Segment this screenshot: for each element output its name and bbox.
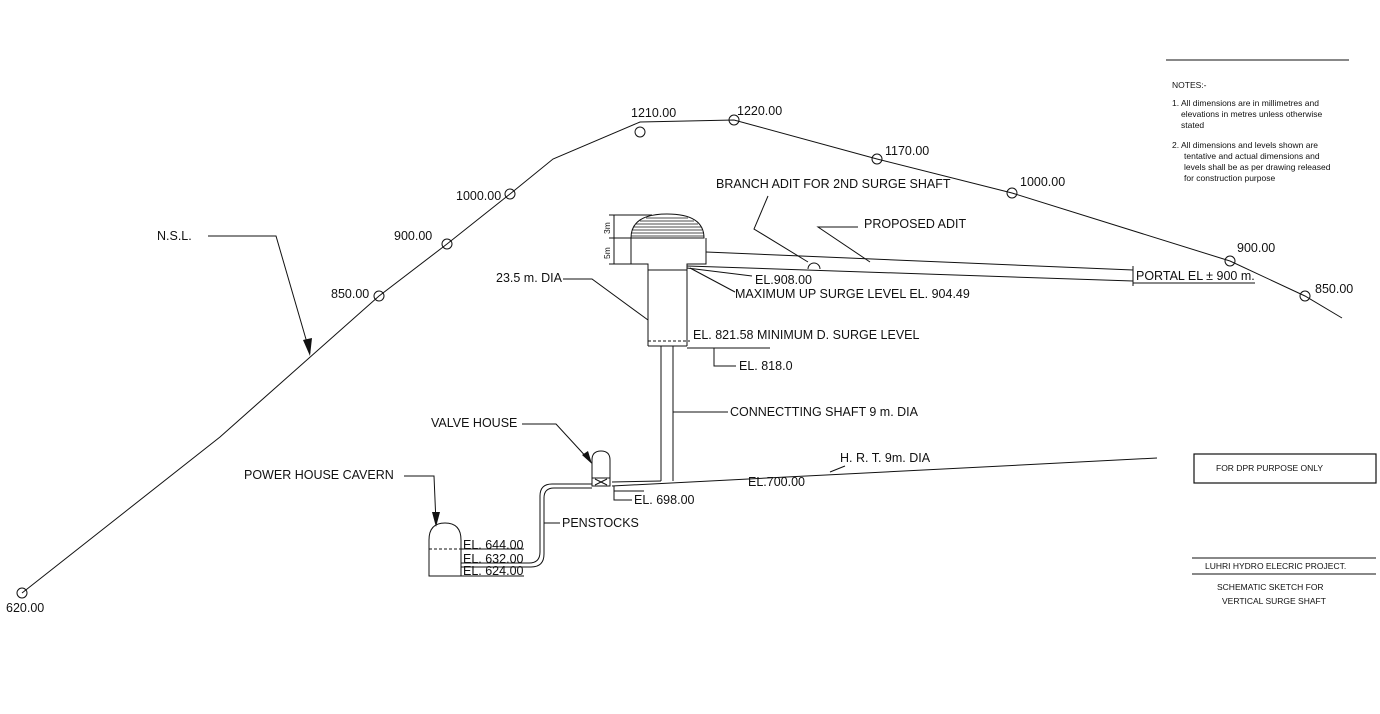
ground-level-label: 1220.00 [737,104,782,118]
level-marker [728,114,740,126]
level-marker [504,188,516,200]
nsl-leader [208,235,311,354]
dim-5m-label: 5m [602,247,612,259]
note-line: levels shall be as per drawing released [1184,162,1331,172]
level-marker [634,126,646,138]
note-line: for construction purpose [1184,173,1275,183]
nsl-label: N.S.L. [157,229,192,243]
portal-label: PORTAL EL ± 900 m. [1136,269,1255,283]
power-house-arrowhead [432,512,440,527]
el-908-label: EL.908.00 [755,273,812,287]
notes-block: NOTES:- 1. All dimensions are in millime… [1166,59,1349,183]
ground-level-label: 1170.00 [885,144,929,158]
power-house-leader [404,475,437,524]
valve-house [591,450,611,487]
note-line: 1. All dimensions are in millimetres and [1172,98,1319,108]
surge-dome [630,213,705,239]
nsl-arrowhead [303,338,312,356]
note-line: 2. All dimensions and levels shown are [1172,140,1318,150]
ground-level-label: 1210.00 [631,106,676,120]
ground-level-label: 900.00 [394,229,432,243]
el-698-label: EL. 698.00 [634,493,695,507]
shaft-diameter-label: 23.5 m. DIA [496,271,563,285]
proposed-adit-label: PROPOSED ADIT [864,217,966,231]
valve-house-leader [522,423,591,462]
title-block: FOR DPR PURPOSE ONLY LUHRI HYDRO ELECRIC… [1192,453,1377,606]
proposed-adit-leader [816,226,871,263]
drawing-title-line: VERTICAL SURGE SHAFT [1222,596,1326,606]
level-marker [441,238,453,250]
drawing-title-line: SCHEMATIC SKETCH FOR [1217,582,1324,592]
notes-heading: NOTES:- [1172,80,1207,90]
el-644-label: EL. 644.00 [463,538,524,552]
ground-profile-line [21,119,1343,594]
max-surge-label: MAXIMUM UP SURGE LEVEL EL. 904.49 [735,287,970,301]
penstocks-label: PENSTOCKS [562,516,639,530]
penstock [461,483,592,568]
el-624-label: EL. 624.00 [463,564,524,578]
purpose-label: FOR DPR PURPOSE ONLY [1216,463,1323,473]
ground-markers [16,114,1311,599]
level-marker [1224,255,1236,267]
level-marker [1299,290,1311,302]
ground-level-label: 850.00 [1315,282,1353,296]
ground-level-label: 900.00 [1237,241,1275,255]
adit-profile-semicircle [807,262,821,270]
max-surge-leader [689,267,736,293]
ground-level-labels: 620.00 850.00 900.00 1000.00 1210.00 122… [6,104,1353,615]
surge-shaft [630,213,770,481]
ground-level-label: 1000.00 [456,189,501,203]
min-surge-label: EL. 821.58 MINIMUM D. SURGE LEVEL [693,328,920,342]
valve-house-label: VALVE HOUSE [431,416,517,430]
el-700-label: EL.700.00 [748,475,805,489]
ground-level-label: 850.00 [331,287,369,301]
project-name: LUHRI HYDRO ELECRIC PROJECT. [1205,561,1346,571]
ground-level-label: 1000.00 [1020,175,1065,189]
level-marker [373,290,385,302]
el-632-label: EL. 632.00 [463,552,524,566]
valve-house-arrowhead [582,451,592,464]
adit-lines [686,251,1255,286]
head-race-tunnel [611,457,1158,487]
ground-level-label: 620.00 [6,601,44,615]
el-818-label: EL. 818.0 [739,359,793,373]
power-house-cavern [428,522,524,577]
dome-hatching [631,217,704,237]
vertical-dimension: 3m 5m [602,214,652,265]
note-line: tentative and actual dimensions and [1184,151,1320,161]
branch-adit-label: BRANCH ADIT FOR 2ND SURGE SHAFT [716,177,951,191]
note-line: elevations in metres unless otherwise [1181,109,1323,119]
level-marker [871,153,883,165]
branch-adit-leader [753,195,809,263]
power-house-label: POWER HOUSE CAVERN [244,468,394,482]
dim-3m-label: 3m [602,222,612,234]
hrt-label: H. R. T. 9m. DIA [840,451,931,465]
connecting-shaft-label: CONNECTTING SHAFT 9 m. DIA [730,405,919,419]
shaft-diameter-leader [563,278,649,321]
note-line: stated [1181,120,1204,130]
level-marker [1006,187,1018,199]
level-marker [16,587,28,599]
